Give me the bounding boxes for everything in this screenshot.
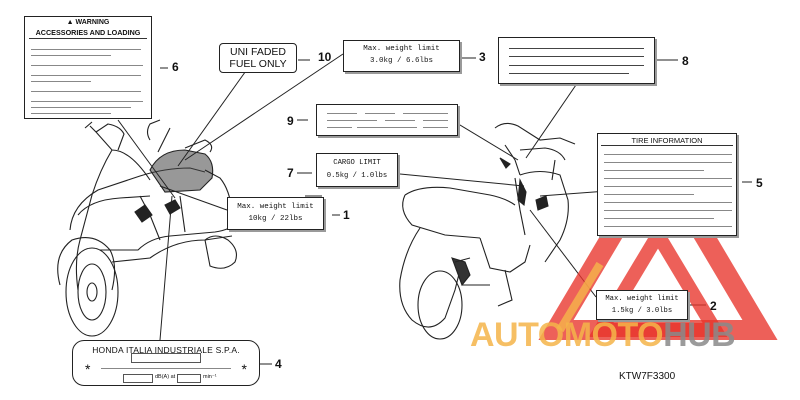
label-10-unleaded-fuel: UNI FADED FUEL ONLY [219, 43, 297, 73]
label-4-field2: min⁻¹ [203, 374, 217, 380]
label-2-line1: Max. weight limit [605, 295, 679, 303]
label-2-weight-limit: Max. weight limit 1.5kg / 3.0lbs [596, 290, 688, 320]
part-code: KTW7F3300 [619, 371, 676, 382]
watermark-triangle-logo [538, 138, 778, 340]
label-10-line2: FUEL ONLY [229, 58, 287, 70]
label-4-line1: HONDA ITALIA INDUSTRIALE S.P.A. [92, 345, 240, 355]
callout-5: 5 [756, 176, 763, 190]
watermark-text-orange: AUTOMOTO [470, 316, 664, 354]
callout-7: 7 [287, 166, 294, 180]
label-9-blank-info [316, 104, 458, 136]
label-4-star-left: * [85, 361, 91, 377]
label-7-line2: 0.5kg / 1.0lbs [326, 172, 388, 180]
label-7-line1: CARGO LIMIT [333, 159, 381, 167]
label-4-field1: dB(A) at [155, 374, 176, 380]
callout-9: 9 [287, 114, 294, 128]
label-6-warning-text: WARNING [75, 19, 110, 26]
watermark-text: AUTOMOTOHUB [470, 316, 736, 355]
label-7-cargo-limit: CARGO LIMIT 0.5kg / 1.0lbs [316, 153, 398, 187]
label-1-weight-limit: Max. weight limit 10kg / 22lbs [227, 197, 324, 230]
callout-10: 10 [318, 50, 332, 64]
label-6-accessories-loading: ▲ WARNING ACCESSORIES AND LOADING [24, 16, 152, 119]
right-scooter-illustration [399, 122, 576, 340]
label-4-star-right: * [241, 361, 247, 377]
label-6-title: ACCESSORIES AND LOADING [35, 28, 141, 37]
label-2-line2: 1.5kg / 3.0lbs [611, 307, 673, 315]
watermark-text-gray: HUB [663, 316, 736, 354]
left-scooter-illustration [57, 119, 239, 337]
label-1-line2: 10kg / 22lbs [248, 215, 303, 223]
callout-1: 1 [343, 208, 350, 222]
label-3-line1: Max. weight limit [363, 45, 440, 53]
label-10-line1: UNI FADED [229, 46, 286, 58]
label-6-warning: ▲ WARNING [25, 19, 151, 26]
label-3-weight-limit: Max. weight limit 3.0kg / 6.6lbs [343, 40, 460, 72]
label-1-line1: Max. weight limit [237, 203, 314, 211]
label-5-title: TIRE INFORMATION [631, 136, 703, 145]
callout-4: 4 [275, 357, 282, 371]
callout-3: 3 [479, 50, 486, 64]
callout-8: 8 [682, 54, 689, 68]
label-4-manufacturer-plate: HONDA ITALIA INDUSTRIALE S.P.A. * * dB(A… [72, 340, 260, 386]
callout-2: 2 [710, 299, 717, 313]
warning-triangle-icon: ▲ [66, 19, 74, 26]
label-3-line2: 3.0kg / 6.6lbs [369, 57, 433, 65]
callout-6: 6 [172, 60, 179, 74]
label-5-tire-information: TIRE INFORMATION [597, 133, 737, 236]
label-8-blank-info [498, 37, 655, 84]
